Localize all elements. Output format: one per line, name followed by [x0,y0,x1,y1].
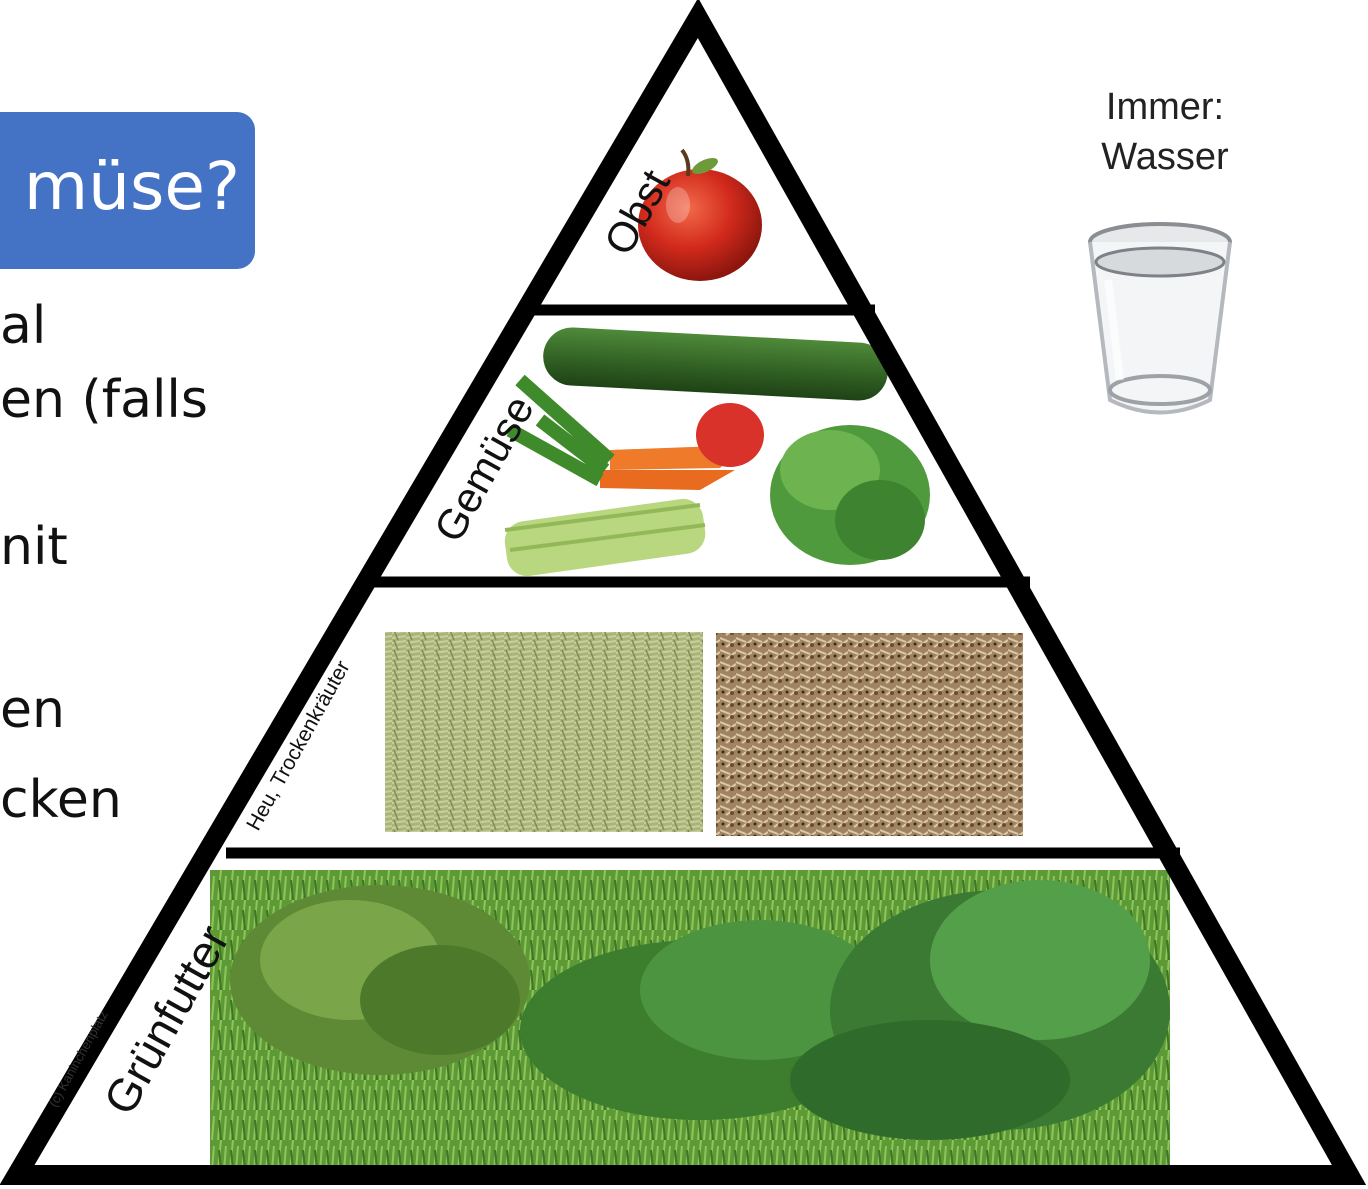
water-glass-icon [1090,224,1230,413]
vegetables-image [502,326,930,579]
water-label-line1: Immer: [1060,82,1270,132]
greens-image [210,870,1170,1165]
hay-image [385,632,703,832]
dried-herbs-image [716,633,1023,836]
water-label-line2: Wasser [1060,132,1270,182]
water-label: Immer: Wasser [1060,82,1270,182]
